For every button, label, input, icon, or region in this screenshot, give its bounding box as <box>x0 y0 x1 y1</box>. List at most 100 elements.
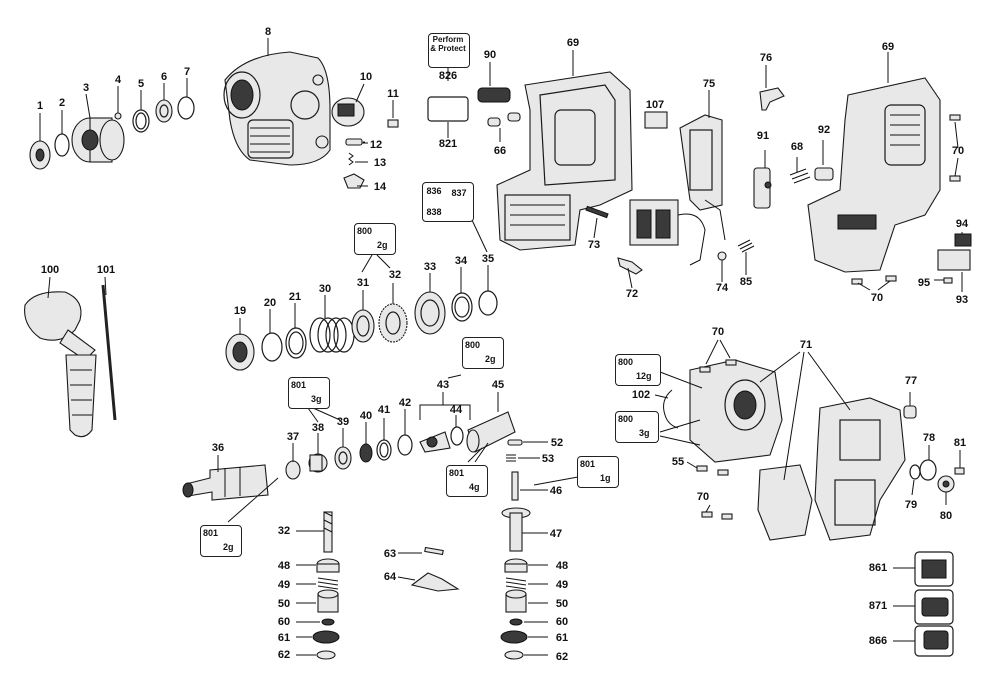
part-75-motor-board <box>679 114 723 211</box>
part-14-clip <box>343 173 365 189</box>
part-2-ring <box>54 133 70 157</box>
part-43-piston-assembly <box>419 431 451 453</box>
part-20-ring <box>261 332 283 362</box>
part-label-40: 40 <box>359 410 373 422</box>
part-4-ball <box>114 112 122 120</box>
part-92-trigger <box>814 167 834 181</box>
lube-code: 801 <box>449 468 465 478</box>
lube-box-800-2g-b <box>462 337 504 369</box>
part-74-screw <box>717 251 727 261</box>
part-32-shaft <box>323 511 333 553</box>
part-44-ring <box>450 426 464 446</box>
part-62-bearing-b <box>504 650 524 660</box>
part-label-41: 41 <box>377 404 391 416</box>
part-label-60b: 60 <box>555 616 569 628</box>
part-label-11: 11 <box>387 88 399 100</box>
part-label-33: 33 <box>423 261 437 273</box>
part-label-12: 12 <box>369 139 383 151</box>
part-66-pins <box>487 112 521 127</box>
part-label-75: 75 <box>702 78 716 90</box>
part-61-gear-b <box>500 630 528 644</box>
lube-amount: 3g <box>311 394 322 404</box>
part-label-34: 34 <box>454 255 468 267</box>
part-label-69a: 69 <box>566 37 580 49</box>
part-label-37: 37 <box>286 431 300 443</box>
part-label-39: 39 <box>336 416 350 428</box>
part-label-20: 20 <box>263 297 277 309</box>
part-label-14: 14 <box>373 181 387 193</box>
part-76-latch <box>759 87 785 111</box>
part-80-knob <box>937 475 955 493</box>
part-6-spring <box>155 99 173 123</box>
part-73-strip <box>585 205 609 219</box>
part-label-101: 101 <box>96 264 116 276</box>
part-label-871: 871 <box>868 600 888 612</box>
part-72-wire <box>617 257 643 275</box>
part-label-91: 91 <box>756 130 770 142</box>
part-49-spring-b <box>505 577 527 590</box>
part-53-spring <box>506 454 516 462</box>
part-label-107: 107 <box>645 99 665 111</box>
perform-protect-box <box>428 33 470 68</box>
part-37-washer <box>285 460 301 480</box>
part-48-gear <box>316 558 340 573</box>
part-49-spring <box>317 577 339 590</box>
lube-amount: 2g <box>377 240 388 250</box>
part-label-43: 43 <box>436 379 450 391</box>
part-label-3: 3 <box>82 82 90 94</box>
part-38-striker <box>308 453 328 473</box>
part-label-30: 30 <box>318 283 332 295</box>
part-label-6: 6 <box>160 71 168 83</box>
part-label-68: 68 <box>790 141 804 153</box>
part-label-38: 38 <box>311 422 325 434</box>
part-label-63: 63 <box>383 548 397 560</box>
part-70-screws-bottom <box>851 275 897 285</box>
part-label-838: 838 <box>426 207 442 217</box>
part-30-spring <box>309 317 355 353</box>
lube-box-801-4g <box>446 465 488 497</box>
part-label-71: 71 <box>799 339 813 351</box>
part-79-ring <box>909 464 921 480</box>
part-label-72: 72 <box>625 288 639 300</box>
part-42-ring <box>397 434 413 456</box>
part-102-clip <box>663 389 679 429</box>
part-label-866: 866 <box>868 635 888 647</box>
part-label-100: 100 <box>40 264 60 276</box>
part-60-ring-b <box>509 618 523 626</box>
part-100-side-handle <box>24 291 97 438</box>
part-71-gear-housing <box>689 359 906 541</box>
part-61-gear <box>312 630 340 644</box>
part-60-ring <box>321 618 335 626</box>
part-62-bearing <box>316 650 336 660</box>
part-861-case-icon <box>914 551 954 587</box>
part-label-49: 49 <box>277 579 291 591</box>
part-label-1: 1 <box>36 100 44 112</box>
part-1-nut <box>29 140 51 170</box>
part-101-depth-rod <box>101 284 117 421</box>
lube-code: 801 <box>580 459 596 469</box>
lube-amount: 12g <box>636 371 652 381</box>
part-70-screws-lower <box>699 359 737 520</box>
lube-box-800-12g <box>615 354 661 386</box>
part-label-77: 77 <box>904 375 918 387</box>
part-label-836: 836 <box>426 186 442 196</box>
part-label-53: 53 <box>541 453 555 465</box>
part-label-80: 80 <box>939 510 953 522</box>
part-label-102: 102 <box>631 389 651 401</box>
lube-box-800-2g-a <box>354 223 396 255</box>
lube-box-800-3g <box>615 411 659 443</box>
part-label-49b: 49 <box>555 579 569 591</box>
lube-code: 801 <box>203 528 219 538</box>
part-label-74: 74 <box>715 282 729 294</box>
perform-protect-text: Perform & Protect <box>430 35 466 53</box>
part-label-50b: 50 <box>555 598 569 610</box>
lube-code: 800 <box>465 340 481 350</box>
part-label-70b: 70 <box>870 292 884 304</box>
part-77-cap <box>903 405 917 419</box>
part-93-cover <box>937 249 971 271</box>
lube-box-801-3g <box>288 377 330 409</box>
part-47-crank <box>501 507 531 552</box>
lube-amount: 2g <box>223 542 234 552</box>
part-label-36: 36 <box>211 442 225 454</box>
